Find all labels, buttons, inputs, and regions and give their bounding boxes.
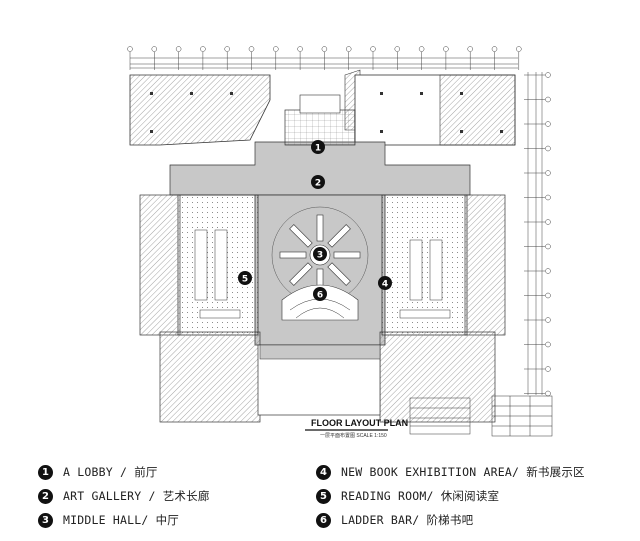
right-dimension-line xyxy=(527,72,543,395)
plan-marker-number: 2 xyxy=(315,179,321,189)
legend-item-new-book-exhibition: 4 NEW BOOK EXHIBITION AREA/ 新书展示区 xyxy=(316,462,585,482)
top-dimension-line xyxy=(130,57,518,69)
plan-marker-circle xyxy=(378,276,392,290)
title-block xyxy=(409,395,553,437)
legend-label: MIDDLE HALL/ 中厅 xyxy=(63,513,180,527)
legend-label: READING ROOM/ 休闲阅读室 xyxy=(341,489,500,503)
axis-bubble xyxy=(545,243,551,250)
plan-marker-circle xyxy=(311,175,325,189)
axis-bubble xyxy=(545,96,551,103)
legend-item-ladder-bar: 6 LADDER BAR/ 阶梯书吧 xyxy=(316,510,473,530)
axis-bubble xyxy=(545,268,551,274)
legend-item-lobby: 1 A LOBBY / 前厅 xyxy=(38,462,158,482)
marker-badge: 6 xyxy=(316,512,331,528)
axis-bubble xyxy=(224,46,230,52)
radial-shelf xyxy=(327,224,351,248)
axis-bubble xyxy=(545,219,551,225)
right-axis-ticks xyxy=(524,72,551,397)
marker-badge: 4 xyxy=(316,464,331,480)
axis-bubble xyxy=(545,292,551,299)
plan-marker-circle xyxy=(238,271,252,285)
building-outline xyxy=(129,69,516,423)
axis-bubble xyxy=(370,46,376,52)
axis-bubble xyxy=(491,46,498,52)
axis-bubble xyxy=(321,46,328,52)
legend-label: ART GALLERY / 艺术长廊 xyxy=(63,489,210,503)
axis-bubble xyxy=(200,46,206,52)
radial-shelf xyxy=(316,214,324,242)
legend-label: A LOBBY / 前厅 xyxy=(63,465,158,479)
radial-shelf xyxy=(327,262,351,286)
axis-bubble xyxy=(394,46,401,52)
axis-bubble xyxy=(151,46,158,52)
radial-shelf xyxy=(289,262,313,286)
legend-item-middle-hall: 3 MIDDLE HALL/ 中厅 xyxy=(38,510,179,530)
reading-room-furniture xyxy=(194,229,451,319)
plan-title: FLOOR LAYOUT PLAN xyxy=(311,418,409,428)
plan-marker-number: 1 xyxy=(315,144,321,154)
legend-item-reading-room: 5 READING ROOM/ 休闲阅读室 xyxy=(316,486,499,506)
axis-bubble xyxy=(443,46,449,52)
axis-bubble xyxy=(545,317,551,323)
legend-label: LADDER BAR/ 阶梯书吧 xyxy=(341,513,474,527)
axis-bubble xyxy=(467,46,473,52)
legend-item-art-gallery: 2 ART GALLERY / 艺术长廊 xyxy=(38,486,210,506)
floor-plan-drawing: 1 2 3 4 5 6 FLOOR LAYOUT PLAN 一层平面布置图 SCALE 1… xyxy=(127,46,553,439)
axis-bubble xyxy=(127,46,133,52)
axis-bubble xyxy=(545,341,551,348)
plan-marker-number: 5 xyxy=(242,275,248,285)
plan-marker-number: 6 xyxy=(317,291,323,301)
axis-bubble xyxy=(297,46,303,52)
plan-marker-circle xyxy=(313,287,327,301)
marker-badge: 1 xyxy=(38,464,53,480)
radial-shelf xyxy=(289,224,313,248)
plan-markers: 1 2 3 4 5 6 xyxy=(238,140,392,301)
axis-bubble xyxy=(545,170,551,176)
axis-bubble xyxy=(418,46,425,52)
axis-bubble xyxy=(545,366,551,372)
axis-bubble xyxy=(545,121,551,127)
axis-bubble xyxy=(545,390,551,397)
marker-badge: 3 xyxy=(38,512,53,528)
axis-bubble xyxy=(545,72,551,78)
axis-bubble xyxy=(273,46,279,52)
plan-marker-circle xyxy=(313,247,327,261)
axis-ticks xyxy=(127,46,522,70)
axis-bubble xyxy=(545,145,551,152)
plan-marker-circle xyxy=(311,140,325,154)
axis-bubble xyxy=(345,46,352,52)
plan-marker-number: 3 xyxy=(317,251,323,261)
marker-badge: 2 xyxy=(38,488,53,504)
plan-subtitle: 一层平面布置图 SCALE 1:150 xyxy=(320,433,387,439)
axis-bubble xyxy=(248,46,255,52)
axis-bubble xyxy=(545,194,551,201)
marker-badge: 5 xyxy=(316,488,331,504)
plan-marker-number: 4 xyxy=(382,280,388,290)
axis-bubble xyxy=(175,46,182,52)
axis-bubble xyxy=(516,46,522,52)
legend: 1 A LOBBY / 前厅 2 ART GALLERY / 艺术长廊 3 MI… xyxy=(0,440,640,541)
radial-shelf xyxy=(279,251,307,259)
floor-plan-svg: 1 2 3 4 5 6 xyxy=(127,46,553,437)
radial-shelf xyxy=(333,251,361,259)
legend-label: NEW BOOK EXHIBITION AREA/ 新书展示区 xyxy=(341,465,585,479)
